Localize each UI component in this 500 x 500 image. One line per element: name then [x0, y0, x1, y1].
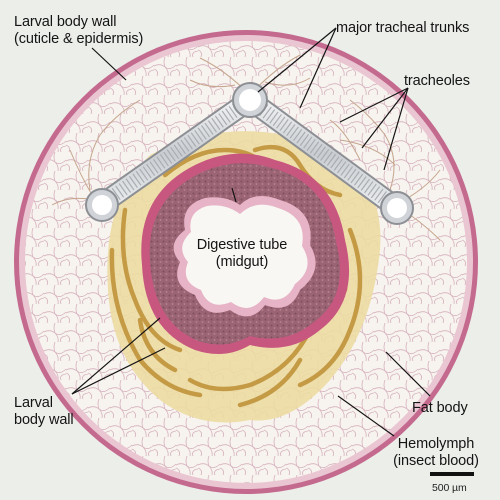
- tracheole-network: [51, 54, 441, 241]
- scale-bar-label: 500 µm: [432, 482, 467, 494]
- label-tracheoles: tracheoles: [404, 73, 470, 89]
- label-major-tracheal-trunks: major tracheal trunks: [336, 20, 470, 36]
- scale-bar: [430, 472, 474, 476]
- label-digestive-tube: Digestive tube (midgut): [196, 237, 288, 270]
- major-tracheal-trunks: [85, 82, 414, 225]
- digestive-tube: [141, 153, 350, 354]
- label-body-wall-top: Larval body wall (cuticle & epidermis): [14, 14, 144, 47]
- label-fat-body: Fat body: [412, 400, 468, 416]
- label-hemolymph: Hemolymph (insect blood): [393, 436, 479, 469]
- label-body-wall-bottom: Larval body wall: [14, 395, 74, 428]
- leader-lines: [71, 27, 431, 437]
